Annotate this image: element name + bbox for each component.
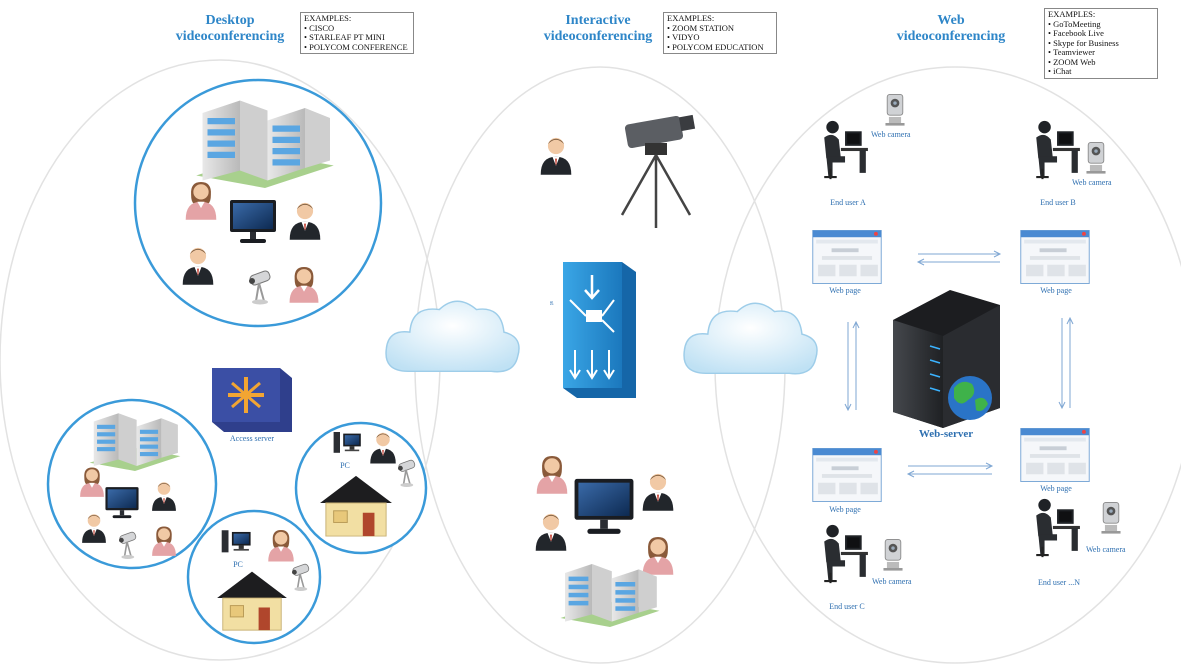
web-examples-box: EXAMPLES: GoToMeeting Facebook Live Skyp…	[1044, 8, 1158, 79]
example-item: Teamviewer	[1048, 47, 1154, 58]
example-item: POLYCOM EDUCATION	[667, 42, 773, 53]
example-item: Facebook Live	[1048, 28, 1154, 39]
access-server-icon	[212, 368, 292, 432]
end-user-c-icon	[823, 523, 869, 585]
pc-label: PC	[340, 461, 350, 470]
example-item: CISCO	[304, 23, 410, 34]
web-camera-icon	[885, 93, 905, 127]
web-page-label: Web page	[1040, 484, 1072, 493]
person-icon	[642, 473, 674, 511]
access-server-label: Access server	[229, 434, 275, 443]
person-icon	[535, 513, 567, 551]
examples-heading: EXAMPLES:	[304, 13, 352, 23]
interactive-title: Interactive videoconferencing	[535, 13, 661, 45]
pc-label: PC	[233, 560, 243, 569]
end-user-c-label: End user C	[829, 602, 865, 611]
pc-icon	[333, 432, 361, 453]
network-cloud-right	[683, 302, 818, 375]
interactive-title-line2: videoconferencing	[543, 29, 653, 44]
example-item: Skype for Business	[1048, 38, 1154, 49]
end-user-b-label: End user B	[1040, 198, 1076, 207]
web-page-icon	[812, 448, 882, 502]
desktop-examples-list: CISCO STARLEAF PT MINI POLYCOM CONFERENC…	[304, 23, 410, 53]
web-title-line2: videoconferencing	[896, 29, 1006, 44]
web-server-icon	[893, 290, 1000, 428]
interactive-title-line1: Interactive	[565, 13, 631, 28]
example-item: ZOOM STATION	[667, 23, 773, 34]
mcu-label: st	[548, 300, 555, 306]
mcu-device-icon	[563, 262, 636, 398]
end-user-a-label: End user A	[830, 198, 866, 207]
example-item: STARLEAF PT MINI	[304, 32, 410, 43]
web-title-line1: Web	[937, 13, 965, 28]
examples-heading: EXAMPLES:	[667, 13, 715, 23]
web-page-icon	[1020, 428, 1090, 482]
video-camera-tripod-icon	[620, 114, 696, 228]
example-item: GoToMeeting	[1048, 19, 1154, 30]
web-camera-icon	[1086, 141, 1106, 175]
desktop-title: Desktop videoconferencing	[170, 13, 290, 45]
desktop-title-line1: Desktop	[205, 13, 255, 28]
examples-heading: EXAMPLES:	[1048, 9, 1096, 19]
web-camera-icon	[1101, 501, 1121, 535]
web-page-label: Web page	[829, 505, 861, 514]
desktop-examples-box: EXAMPLES: CISCO STARLEAF PT MINI POLYCOM…	[300, 12, 414, 54]
example-item: VIDYO	[667, 32, 773, 43]
network-cloud-left	[385, 300, 520, 373]
example-item: POLYCOM CONFERENCE	[304, 42, 410, 53]
web-examples-list: GoToMeeting Facebook Live Skype for Busi…	[1048, 19, 1154, 77]
end-user-n-label: End user ...N	[1038, 578, 1080, 587]
web-camera-icon	[883, 538, 903, 572]
web-page-label: Web page	[1040, 286, 1072, 295]
connection-arrows	[844, 250, 1074, 478]
pc-icon	[221, 530, 251, 553]
end-user-a-icon	[823, 119, 869, 181]
person-icon	[642, 537, 674, 575]
web-camera-label: Web camera	[1072, 178, 1112, 187]
web-camera-label: Web camera	[871, 130, 911, 139]
web-page-icon	[812, 230, 882, 284]
end-user-n-icon	[1035, 497, 1081, 559]
web-camera-label: Web camera	[1086, 545, 1126, 554]
interactive-examples-list: ZOOM STATION VIDYO POLYCOM EDUCATION	[667, 23, 773, 53]
person-icon	[540, 137, 572, 175]
person-icon	[536, 456, 568, 494]
interactive-examples-box: EXAMPLES: ZOOM STATION VIDYO POLYCOM EDU…	[663, 12, 777, 54]
example-item: iChat	[1048, 66, 1154, 77]
web-page-label: Web page	[829, 286, 861, 295]
example-item: ZOOM Web	[1048, 57, 1154, 68]
office-building-icon	[560, 564, 660, 627]
end-user-b-icon	[1035, 119, 1081, 181]
web-server-label: Web-server	[918, 428, 974, 440]
web-page-icon	[1020, 230, 1090, 284]
web-camera-label: Web camera	[872, 577, 912, 586]
monitor-icon	[574, 478, 634, 534]
web-title: Web videoconferencing	[888, 13, 1014, 45]
desktop-title-line2: videoconferencing	[175, 29, 285, 44]
